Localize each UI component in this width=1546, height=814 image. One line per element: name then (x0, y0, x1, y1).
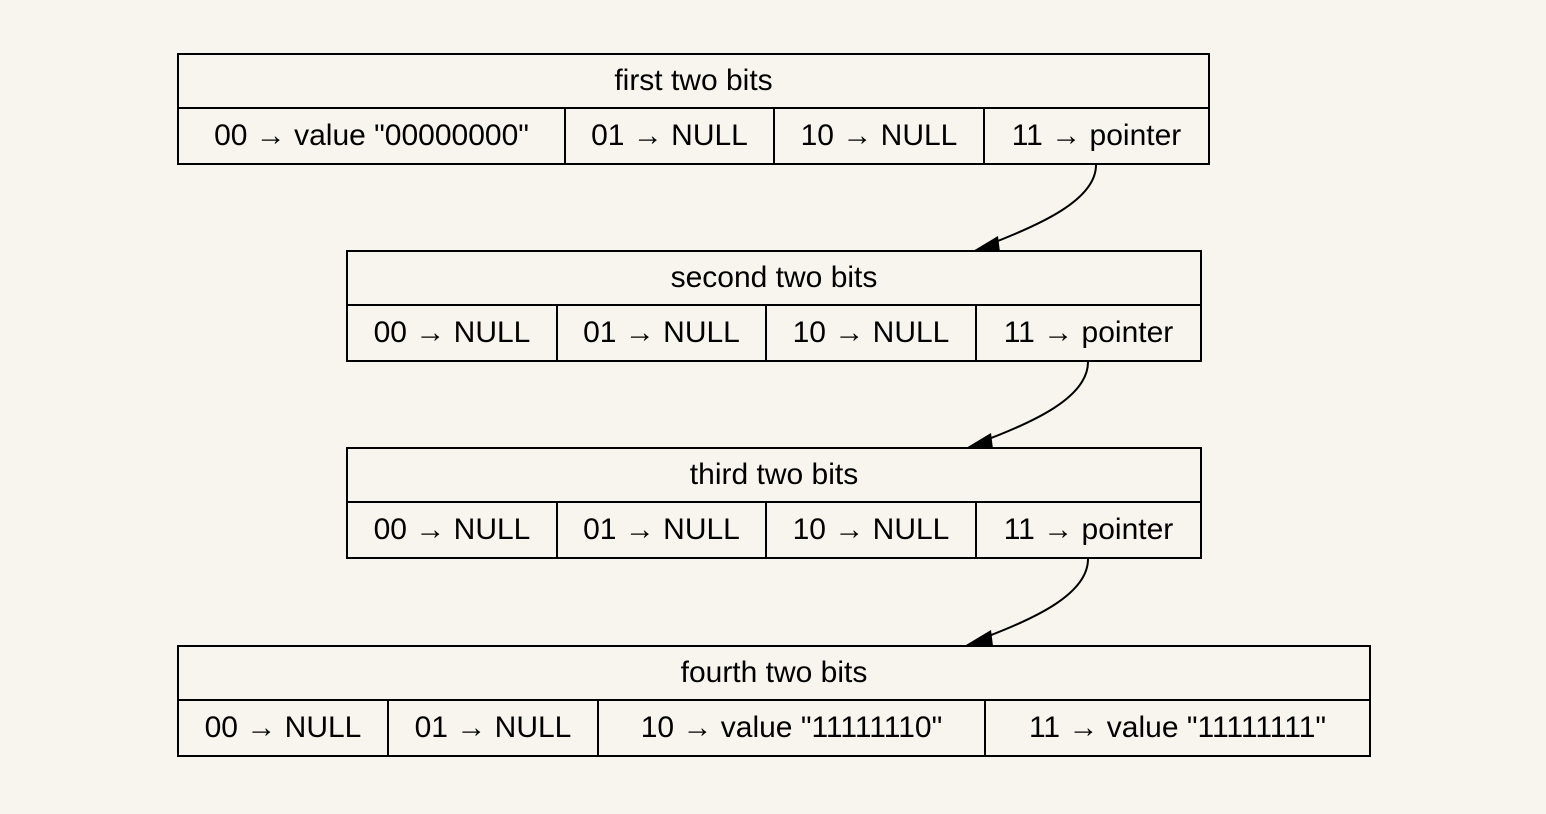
edge-third-to-fourth (966, 558, 1089, 646)
cell-00: 00 → NULL (179, 701, 389, 755)
node-title: second two bits (348, 252, 1200, 306)
cell-10: 10 → NULL (767, 306, 977, 360)
node-second-two-bits: second two bits 00 → NULL 01 → NULL 10 →… (346, 250, 1202, 362)
node-title: third two bits (348, 449, 1200, 503)
cell-10: 10 → NULL (775, 109, 985, 163)
cell-00: 00 → NULL (348, 503, 558, 557)
cell-10: 10 → value "11111110" (599, 701, 986, 755)
cell-00: 00 → value "00000000" (179, 109, 566, 163)
cell-11: 11 → pointer (1003, 513, 1174, 546)
cell-01: 01 → NULL (558, 306, 767, 360)
node-fourth-two-bits: fourth two bits 00 → NULL 01 → NULL 10 →… (177, 645, 1371, 757)
node-third-two-bits: third two bits 00 → NULL 01 → NULL 10 → … (346, 447, 1202, 559)
cell-00: 00 → NULL (348, 306, 558, 360)
edge-second-to-third (966, 361, 1089, 449)
cell-10: 10 → NULL (767, 503, 977, 557)
cell-11: 11 → pointer (1011, 119, 1182, 152)
cell-11: 11 → pointer (1003, 316, 1174, 349)
cell-11: 11 → value "11111111" (1028, 711, 1327, 744)
node-title: fourth two bits (179, 647, 1369, 701)
edge-first-to-second (973, 164, 1097, 252)
node-title: first two bits (179, 55, 1208, 109)
node-first-two-bits: first two bits 00 → value "00000000" 01 … (177, 53, 1210, 165)
cell-01: 01 → NULL (558, 503, 767, 557)
cell-01: 01 → NULL (566, 109, 775, 163)
cell-01: 01 → NULL (389, 701, 599, 755)
